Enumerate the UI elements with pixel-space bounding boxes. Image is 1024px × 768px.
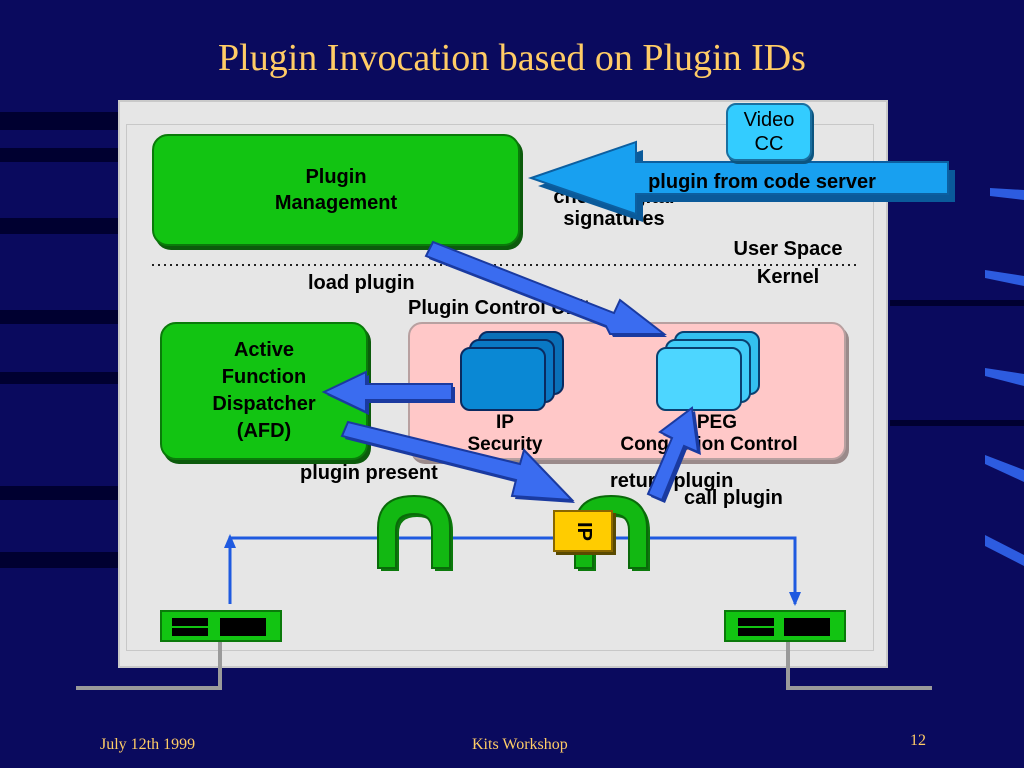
ip-security-line1: IP xyxy=(496,412,514,433)
right-nic xyxy=(724,610,846,642)
code-server-arrow-label: plugin from code server xyxy=(648,170,876,193)
video-cc-box: Video CC xyxy=(726,103,812,161)
load-plugin-label: load plugin xyxy=(308,272,415,294)
afd-line2: Function xyxy=(221,366,307,388)
footer-date: July 12th 1999 xyxy=(100,736,196,753)
diagram-inner-panel xyxy=(126,124,874,651)
afd-line4: (AFD) xyxy=(236,420,292,442)
left-nic xyxy=(160,610,282,642)
call-plugin-label: call plugin xyxy=(684,487,783,509)
slide-title: Plugin Invocation based on Plugin IDs xyxy=(218,37,806,79)
video-cc-line2: CC xyxy=(754,133,784,155)
mpeg-card-front xyxy=(656,347,742,411)
user-space-label: User Space xyxy=(733,238,843,260)
left-nic-ports xyxy=(172,618,266,636)
plugin-management-line2: Management xyxy=(274,192,398,214)
ip-tag: IP xyxy=(553,510,613,552)
footer-event: Kits Workshop xyxy=(472,736,568,753)
footer-page-number: 12 xyxy=(910,732,926,749)
afd-line3: Dispatcher xyxy=(212,393,316,415)
plugin-present-label: plugin present xyxy=(300,462,438,484)
right-nic-ports xyxy=(738,618,830,636)
plugin-present-arrow xyxy=(321,370,455,415)
afd-line1: Active xyxy=(233,339,295,361)
kernel-label: Kernel xyxy=(756,266,820,288)
plugin-management-box: Plugin Management xyxy=(152,134,520,246)
call-plugin-arrow xyxy=(646,406,701,503)
plugin-management-line1: Plugin xyxy=(305,166,367,188)
ip-security-card-front xyxy=(460,347,546,411)
return-plugin-arrow xyxy=(340,420,575,503)
video-cc-line1: Video xyxy=(743,109,795,131)
load-plugin-arrow xyxy=(424,240,667,337)
mpeg-line2: Congestion Control xyxy=(620,434,798,455)
